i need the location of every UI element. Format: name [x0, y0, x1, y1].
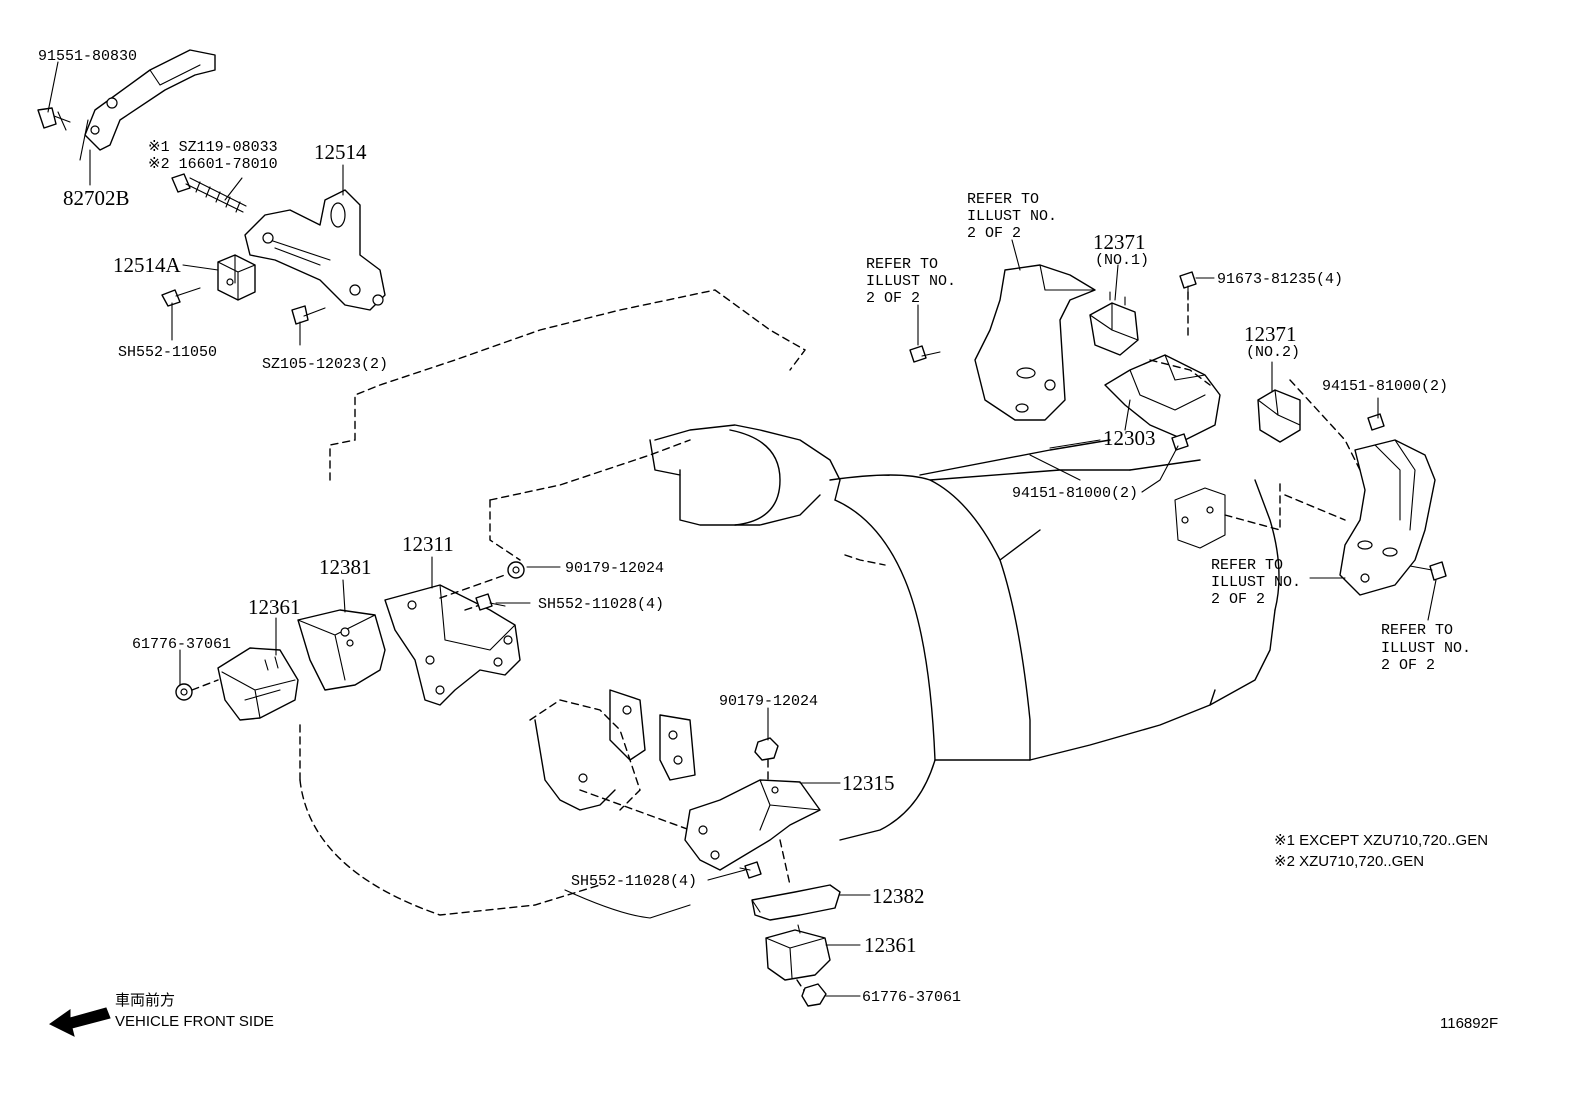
- nut-61776-lower: [801, 983, 827, 1007]
- label-12361-lower: 12361: [864, 933, 917, 957]
- insulator-12371-no2: [1257, 389, 1301, 443]
- bolt-sz105-12023: [291, 305, 326, 325]
- spacer-12514A: [217, 254, 256, 301]
- insulator-12371-no1: [1089, 291, 1139, 356]
- label-90179-upper: 90179-12024: [565, 560, 664, 577]
- label-refer-c3: 2 OF 2: [1211, 591, 1265, 608]
- label-sh552-11028-lower: SH552-11028(4): [571, 873, 697, 890]
- label-12361-left: 12361: [248, 595, 301, 619]
- bolt-91551-80830: [37, 107, 71, 131]
- label-12303: 12303: [1103, 426, 1156, 450]
- label-91551-80830: 91551-80830: [38, 48, 137, 65]
- label-refer-a3: 2 OF 2: [967, 225, 1021, 242]
- insulator-12361-left: [191, 647, 299, 721]
- stopper-12382: [751, 884, 841, 921]
- label-refer-d3: 2 OF 2: [1381, 657, 1435, 674]
- label-refer-c2: ILLUST NO.: [1211, 574, 1301, 591]
- label-12315: 12315: [842, 771, 895, 795]
- footnote-1: ※1 EXCEPT XZU710,720..GEN: [1274, 832, 1488, 849]
- bracket-12514: [244, 189, 386, 311]
- leader-lines: [47, 61, 1437, 997]
- label-12371-no1: 12371: [1093, 230, 1146, 254]
- diagram-id: 116892F: [1440, 1015, 1498, 1032]
- nut-61776-left: [175, 683, 193, 701]
- bracket-12311: [384, 574, 521, 706]
- engine-outline: [299, 289, 1280, 916]
- label-82702B: 82702B: [63, 186, 130, 210]
- front-label-en: VEHICLE FRONT SIDE: [115, 1013, 274, 1030]
- label-note1-bolt: ※1 SZ119-08033: [148, 139, 278, 156]
- bracket-right-frame: [1339, 439, 1436, 596]
- nut-90179-upper: [507, 561, 525, 579]
- vehicle-front-arrow-icon: [49, 1007, 111, 1037]
- footnote-2: ※2 XZU710,720..GEN: [1274, 853, 1424, 870]
- transmission-mount-plate: [1174, 379, 1361, 549]
- label-12381: 12381: [319, 555, 372, 579]
- bracket-82702B: [79, 49, 216, 161]
- label-refer-c1: REFER TO: [1211, 557, 1283, 574]
- label-61776-left: 61776-37061: [132, 636, 231, 653]
- bolt-sh552-lower: [739, 861, 762, 879]
- label-no1: (NO.1): [1095, 252, 1149, 269]
- bolt-sh552-upper: [475, 593, 506, 611]
- label-sh552-11050: SH552-11050: [118, 344, 217, 361]
- label-90179-lower: 90179-12024: [719, 693, 818, 710]
- label-sz105-12023: SZ105-12023(2): [262, 356, 388, 373]
- label-refer-b1: REFER TO: [866, 256, 938, 273]
- label-12514A: 12514A: [113, 253, 182, 277]
- label-refer-b3: 2 OF 2: [866, 290, 920, 307]
- bolt-long-16601-78010: [171, 173, 247, 213]
- label-94151-81000-center: 94151-81000(2): [1012, 485, 1138, 502]
- front-label-jp: 車両前方: [115, 992, 175, 1009]
- label-refer-a2: ILLUST NO.: [967, 208, 1057, 225]
- insulator-12361-lower: [765, 924, 831, 993]
- label-no2: (NO.2): [1246, 344, 1300, 361]
- bolt-sh552-11050: [161, 287, 201, 307]
- label-12382: 12382: [872, 884, 925, 908]
- label-sh552-11028-upper: SH552-11028(4): [538, 596, 664, 613]
- label-refer-d2: ILLUST NO.: [1381, 640, 1471, 657]
- part-labels: 91551-80830 82702B ※1 SZ119-08033 ※2 166…: [38, 48, 1498, 1032]
- label-94151-81000-right: 94151-81000(2): [1322, 378, 1448, 395]
- label-refer-d1: REFER TO: [1381, 622, 1453, 639]
- label-91673-81235: 91673-81235(4): [1217, 271, 1343, 288]
- label-refer-b2: ILLUST NO.: [866, 273, 956, 290]
- fasteners-right: [909, 271, 1447, 581]
- crossmember-12303: [1104, 279, 1221, 441]
- bracket-12315: [684, 779, 821, 886]
- label-61776-lower: 61776-37061: [862, 989, 961, 1006]
- cushion-12381: [297, 609, 386, 691]
- bracket-12303-left-plate: [974, 264, 1096, 421]
- label-12514: 12514: [314, 140, 367, 164]
- label-12311: 12311: [402, 532, 454, 556]
- label-note2-bolt: ※2 16601-78010: [148, 156, 278, 173]
- label-refer-a1: REFER TO: [967, 191, 1039, 208]
- label-12371-no2: 12371: [1244, 322, 1297, 346]
